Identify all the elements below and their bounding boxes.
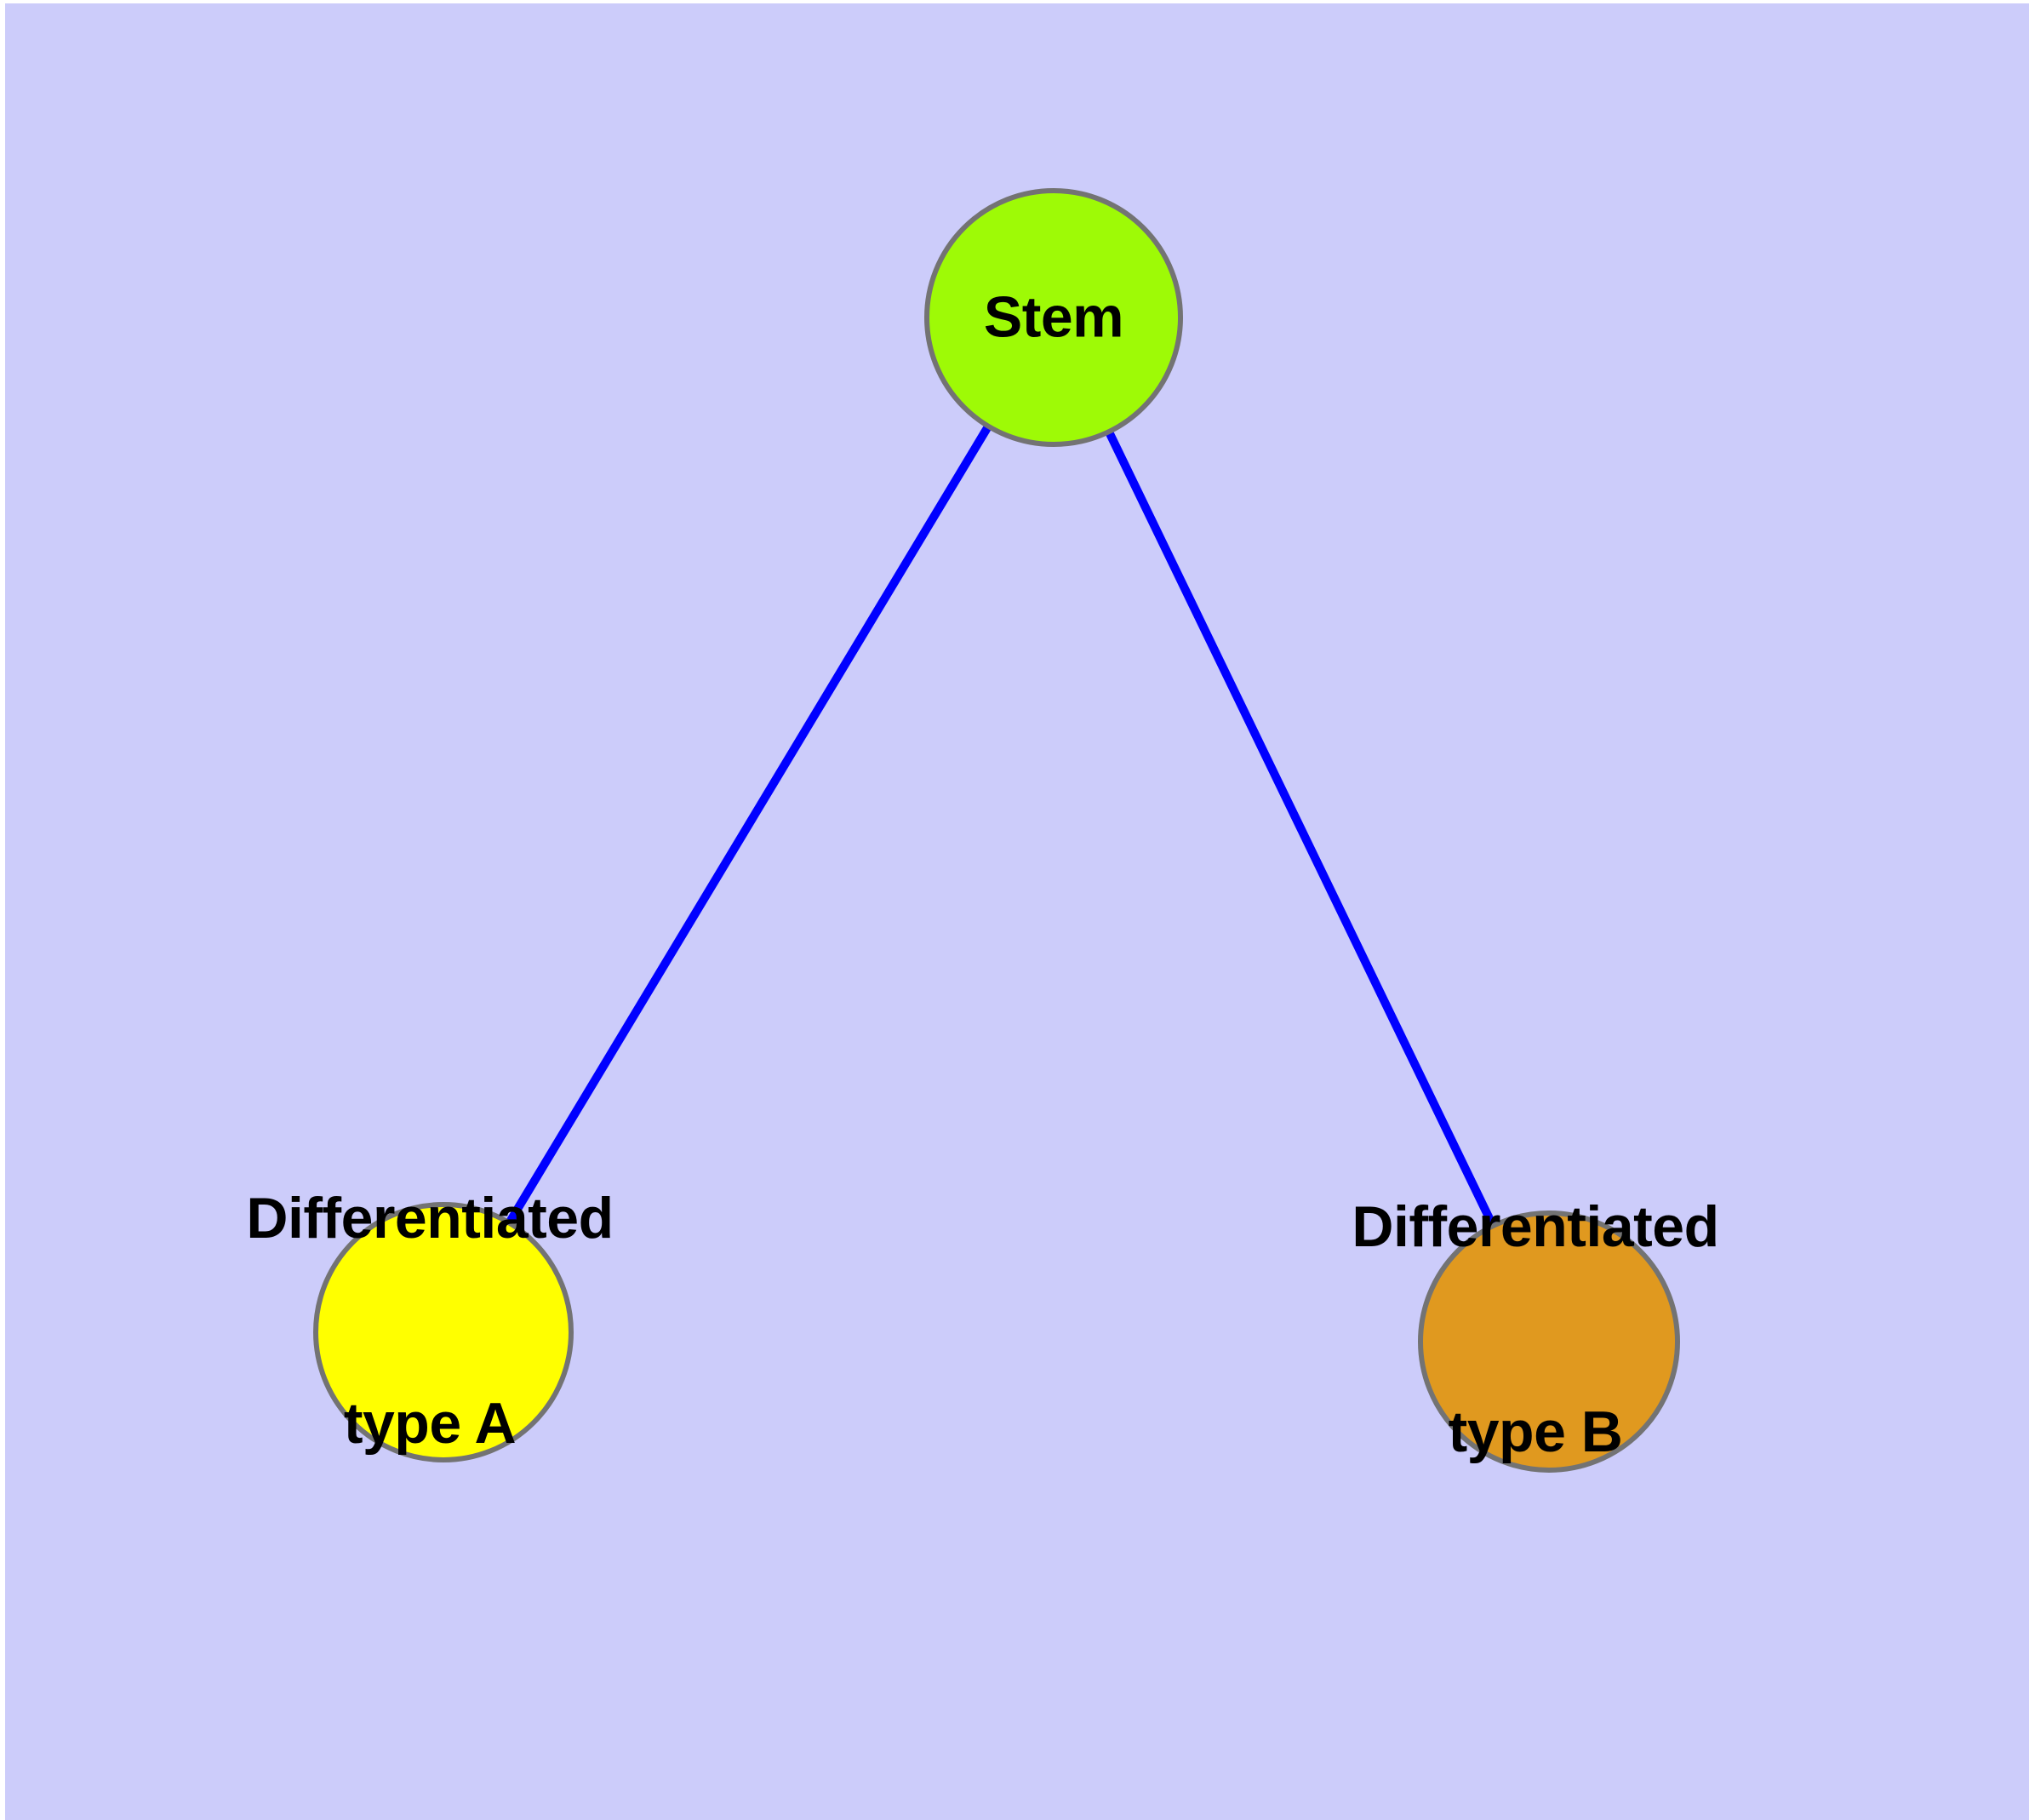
- node-differentiated-type-a[interactable]: [313, 1202, 574, 1462]
- edge-stem-diff-a[interactable]: [439, 315, 1058, 1335]
- edge-layer: [439, 315, 1553, 1344]
- node-differentiated-type-b[interactable]: [1418, 1210, 1680, 1473]
- node-layer: [313, 188, 1680, 1473]
- node-stem[interactable]: [924, 188, 1183, 447]
- edge-stem-diff-b[interactable]: [1049, 315, 1553, 1344]
